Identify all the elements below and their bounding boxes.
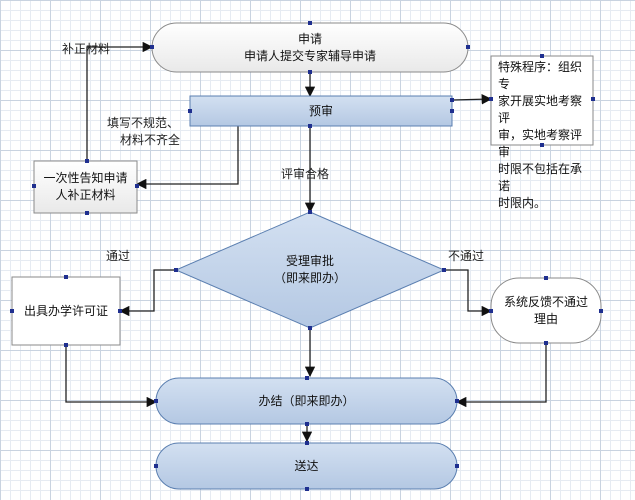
node-deliver[interactable]: 送达 <box>156 443 457 489</box>
node-notify-line-2: 人补正材料 <box>55 188 116 202</box>
node-decision-line-2: （即来即办） <box>273 271 346 285</box>
node-special-line-5: 时限内。 <box>498 196 547 210</box>
node-complete[interactable]: 办结（即来即办） <box>156 378 457 424</box>
edge-preview-to-special <box>451 94 493 105</box>
edge-label-incomplete-1: 填写不规范、 <box>107 116 180 130</box>
node-special[interactable]: 特殊程序：组织专 家开展实地考察评 审，实地考察评审 时限不包括在承诺 时限内。 <box>493 59 593 210</box>
node-special-line-3: 审，实地考察评审 <box>498 128 583 159</box>
node-license[interactable]: 出具办学许可证 <box>12 277 120 345</box>
edge-preview-to-notify <box>135 126 239 190</box>
node-special-line-4: 时限不包括在承诺 <box>498 162 583 193</box>
edge-label-incomplete-2: 材料不齐全 <box>120 133 181 147</box>
edge-license-to-complete <box>65 345 158 408</box>
node-decision[interactable]: 受理审批 （即来即办） <box>230 248 390 292</box>
node-feedback-line-1: 系统反馈不通过 <box>503 294 588 309</box>
edge-feedback-to-complete <box>455 343 547 408</box>
node-deliver-label: 送达 <box>294 458 319 473</box>
node-feedback[interactable]: 系统反馈不通过 理由 <box>491 278 601 343</box>
edge-decision-to-feedback <box>444 269 493 317</box>
node-special-line-2: 家开展实地考察评 <box>498 94 583 125</box>
edge-decision-to-license <box>118 269 176 317</box>
node-preview-label: 预审 <box>308 103 333 118</box>
node-decision-line-1: 受理审批 <box>285 254 334 268</box>
node-special-line-1: 特殊程序：组织专 <box>498 60 583 91</box>
node-notify-shape[interactable] <box>33 160 138 214</box>
connectors <box>65 41 547 443</box>
connection-handles <box>10 21 603 491</box>
node-feedback-line-2: 理由 <box>533 311 558 326</box>
node-apply-subtitle: 申请人提交专家辅导申请 <box>243 49 376 63</box>
edge-label-qualified: 评审合格 <box>281 167 330 181</box>
node-license-label: 出具办学许可证 <box>23 303 108 318</box>
node-apply-title: 申请 <box>297 32 322 46</box>
edge-label-fail: 不通过 <box>448 249 485 263</box>
node-apply[interactable]: 申请 申请人提交专家辅导申请 <box>152 25 468 71</box>
node-preview[interactable]: 预审 <box>190 96 452 126</box>
node-notify[interactable]: 一次性告知申请 人补正材料 <box>34 161 137 213</box>
node-complete-label: 办结（即来即办） <box>258 393 355 408</box>
edge-label-supplement: 补正材料 <box>62 42 111 56</box>
edge-label-pass: 通过 <box>106 249 131 263</box>
edge-notify-to-apply <box>86 41 154 161</box>
node-notify-line-1: 一次性告知申请 <box>43 171 128 185</box>
